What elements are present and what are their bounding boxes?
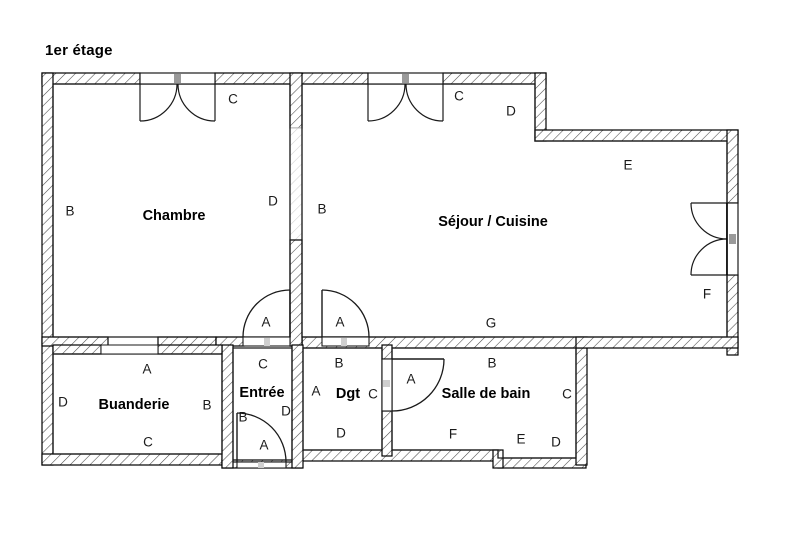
door-swing-arc xyxy=(391,358,445,412)
wall-letter-entree-c: C xyxy=(258,357,268,372)
wall-buanderie-entree xyxy=(221,344,234,469)
window-swing-arc-left xyxy=(367,83,406,122)
door-swing-arc xyxy=(236,412,287,463)
wall-letter-chambre-c: C xyxy=(228,92,238,107)
outline-dgt xyxy=(302,347,383,451)
passage-openings xyxy=(100,344,159,355)
wall-bottom-middle xyxy=(301,449,499,462)
wall-letter-sejour-d: D xyxy=(506,104,516,119)
wall-letter-chambre-d: D xyxy=(268,194,278,209)
wall-dgt-bath-upper xyxy=(381,344,393,360)
wall-letter-buanderie-a: A xyxy=(142,362,151,377)
wall-dgt-bath-lower xyxy=(381,410,393,457)
window-handle xyxy=(402,74,409,83)
wall-letter-buanderie-b: B xyxy=(202,398,211,413)
wall-entree-dgt xyxy=(291,344,304,469)
wall-letter-bath-b: B xyxy=(487,356,496,371)
wall-letter-sejour-e: E xyxy=(623,158,632,173)
window-swing-arc-top xyxy=(690,202,728,240)
door-chambre[interactable] xyxy=(242,289,291,347)
wall-letter-buanderie-c: C xyxy=(143,435,153,450)
wall-letter-dgt-a: A xyxy=(311,384,320,399)
wall-west-exterior xyxy=(41,72,54,466)
wall-party-lower xyxy=(289,239,303,347)
opening-buanderie-left xyxy=(100,344,159,355)
wall-letter-entree-b: B xyxy=(238,410,247,425)
wall-letter-dgt-d: D xyxy=(336,426,346,441)
room-name-sejour-cuisine: Séjour / Cuisine xyxy=(438,214,548,230)
wall-bottom-left xyxy=(41,453,223,466)
wall-letter-dgt-c: C xyxy=(368,387,378,402)
window-chambre-north[interactable] xyxy=(139,72,216,122)
wall-buanderie-top-right xyxy=(157,344,223,355)
wall-party-upper xyxy=(289,72,303,129)
wall-letter-sejour-a: A xyxy=(335,315,344,330)
wall-letter-bath-c: C xyxy=(562,387,572,402)
wall-sejour-bottom-right xyxy=(575,336,739,349)
wall-letter-sejour-g: G xyxy=(486,316,497,331)
wall-party-faded xyxy=(289,127,303,241)
page-title: 1er étage xyxy=(45,42,113,59)
outline-salle-de-bain xyxy=(391,347,577,459)
wall-letter-bath-d: D xyxy=(551,435,561,450)
wall-letter-sejour-f: F xyxy=(703,287,711,302)
door-sejour[interactable] xyxy=(321,289,370,347)
wall-letter-buanderie-d: D xyxy=(58,395,68,410)
window-swing-arc-right xyxy=(177,83,216,122)
wall-letter-chambre-b: B xyxy=(65,204,74,219)
exterior-walls xyxy=(41,72,739,469)
wall-letter-sejour-c: C xyxy=(454,89,464,104)
door-stop xyxy=(383,380,390,387)
door-stop xyxy=(264,338,270,346)
door-stop xyxy=(258,462,264,468)
wall-letter-bath-e: E xyxy=(516,432,525,447)
wall-letter-entree-a: A xyxy=(259,438,268,453)
wall-top-left xyxy=(41,72,141,85)
wall-buanderie-top-left xyxy=(52,344,102,355)
wall-letter-bath-f: F xyxy=(449,427,457,442)
outline-sejour xyxy=(301,83,728,338)
window-handle xyxy=(729,234,736,244)
wall-letter-bath-a: A xyxy=(406,372,415,387)
wall-letter-entree-d: D xyxy=(281,404,291,419)
outline-buanderie xyxy=(52,353,223,455)
room-labels: Chambre B C D A Séjour / Cuisine B C D E… xyxy=(58,89,711,453)
room-name-buanderie: Buanderie xyxy=(99,397,170,413)
window-swing-arc-left xyxy=(139,83,178,122)
outline-entree xyxy=(232,347,293,463)
window-swing-arc-bottom xyxy=(690,238,728,276)
room-name-chambre: Chambre xyxy=(143,208,206,224)
wall-letter-chambre-a: A xyxy=(261,315,270,330)
door-swing-arc xyxy=(321,289,370,338)
window-sejour-east[interactable] xyxy=(690,202,739,276)
wall-east-bathroom xyxy=(575,344,588,466)
door-entree[interactable] xyxy=(236,412,287,469)
door-salle-de-bain[interactable] xyxy=(381,358,445,412)
wall-top-right xyxy=(442,72,547,85)
wall-east-upper xyxy=(726,129,739,204)
room-name-entree: Entrée xyxy=(239,385,284,401)
window-sejour-north[interactable] xyxy=(367,72,444,122)
door-stop xyxy=(341,338,347,346)
window-swing-arc-right xyxy=(405,83,444,122)
window-handle xyxy=(174,74,181,83)
wall-notch-horizontal xyxy=(534,129,739,142)
wall-letter-dgt-b: B xyxy=(334,356,343,371)
room-name-salle-de-bain: Salle de bain xyxy=(442,386,531,402)
room-name-dgt: Dgt xyxy=(336,386,360,402)
wall-letter-sejour-b: B xyxy=(317,202,326,217)
door-swing-arc xyxy=(242,289,291,338)
wall-bottom-notch xyxy=(497,457,587,469)
